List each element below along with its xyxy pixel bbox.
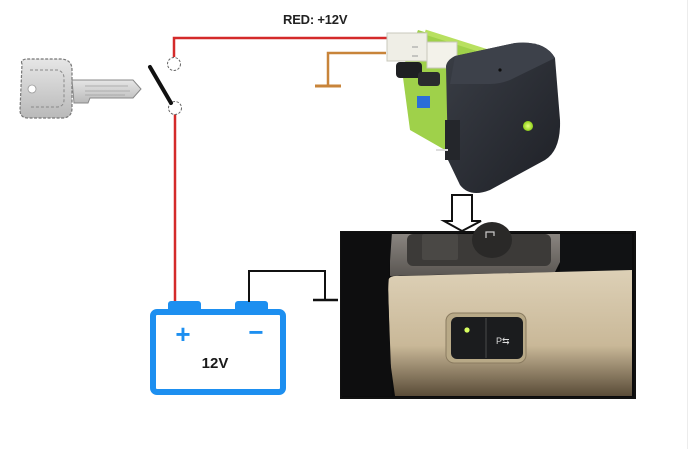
dash-button-label: P⇆ <box>496 336 510 346</box>
module-ground-symbol <box>315 51 386 88</box>
ignition-switch-icon <box>148 57 182 115</box>
battery-voltage-label: 12V <box>202 355 229 372</box>
battery-negative-symbol: − <box>248 317 263 347</box>
right-edge-divider <box>687 0 688 449</box>
red-wire-label: RED: +12V <box>283 12 348 27</box>
down-arrow-icon <box>440 194 482 233</box>
battery-positive-symbol: + <box>175 319 190 349</box>
parking-sensor-module <box>386 29 561 194</box>
red-power-wire <box>172 36 387 302</box>
battery-ground-symbol <box>248 270 338 302</box>
module-status-led <box>523 121 533 131</box>
dashboard-button-photo: P⇆ <box>340 222 636 399</box>
ignition-key-icon <box>19 58 142 119</box>
dash-button-led <box>464 327 470 333</box>
battery-icon: + − 12V <box>150 301 286 395</box>
